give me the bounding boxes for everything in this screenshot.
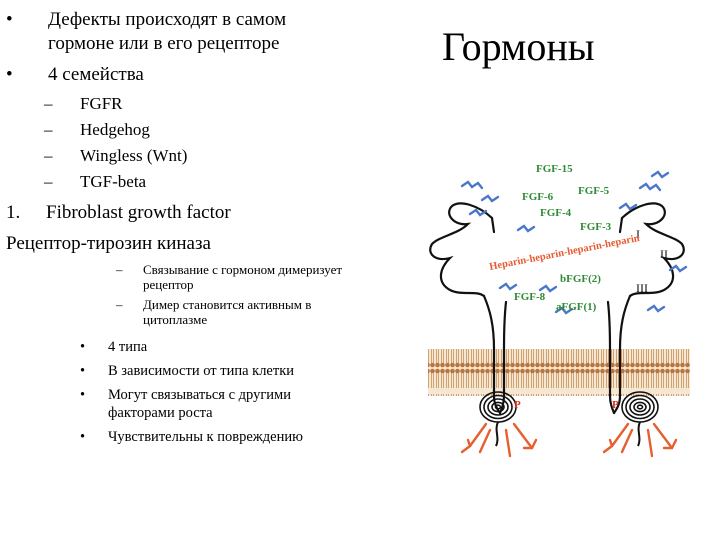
factor-label-fgf3: FGF-3 <box>580 221 612 233</box>
bullet-marker: • <box>6 9 13 30</box>
ligand-squiggles <box>460 170 688 315</box>
kinase-coil-left <box>479 391 517 423</box>
family-dash: – <box>44 120 53 139</box>
receptor-tail-left <box>495 421 499 447</box>
domain-label-2: II <box>660 247 668 261</box>
heparin-chain-label: Heparin-heparin-heparin-heparin <box>488 233 640 273</box>
bullet-text-line: гормоне или в его рецепторе <box>48 33 280 54</box>
domain-label-3: III <box>636 281 648 295</box>
bullet-text-line: Дефекты происходят в самом <box>48 9 287 30</box>
family-dash: – <box>44 94 53 113</box>
cell-membrane <box>428 349 690 396</box>
numbered-marker: 1. <box>6 202 21 223</box>
signal-arrows <box>460 422 678 458</box>
family-item: Wingless (Wnt) <box>80 146 188 165</box>
factor-label-fgf5: FGF-5 <box>578 185 610 197</box>
factor-label-fgf8: FGF-8 <box>514 291 546 303</box>
phospho-label-right: P <box>612 399 619 411</box>
family-item: Hedgehog <box>80 120 150 139</box>
factor-label-bfgf: bFGF(2) <box>560 273 601 285</box>
family-item: FGFR <box>80 94 123 113</box>
bullet-marker: • <box>6 64 13 85</box>
sub-bullet-marker: • <box>80 429 86 445</box>
family-dash: – <box>44 146 53 165</box>
sub-bullet-marker: • <box>80 363 86 379</box>
factor-labels: FGF-15 FGF-5 FGF-6 FGF-4 FGF-3 bFGF(2) F… <box>514 163 612 313</box>
kinase-coil-right <box>621 391 659 423</box>
bullet-text-line: 4 семейства <box>48 64 144 85</box>
domain-label-1: I <box>636 227 640 241</box>
receptor-tail-right <box>637 421 641 447</box>
sub-bullet-text: В зависимости от типа клетки <box>108 363 295 379</box>
sub-bullet-text: факторами роста <box>108 405 213 421</box>
sub-dash: – <box>116 262 123 277</box>
factor-label-fgf4: FGF-4 <box>540 207 572 219</box>
family-dash: – <box>44 172 53 191</box>
receptor-heading: Рецептор-тирозин киназа <box>6 233 211 254</box>
family-item: TGF-beta <box>80 172 147 191</box>
sub-text-line: цитоплазме <box>143 312 208 327</box>
receptor-right <box>606 202 685 415</box>
sub-text-line: рецептор <box>143 277 194 292</box>
factor-label-fgf15: FGF-15 <box>536 163 573 175</box>
sub-text-line: Димер становится активным в <box>143 297 312 312</box>
sub-bullet-marker: • <box>80 339 86 355</box>
sub-bullet-text: Могут связываться с другими <box>108 387 291 403</box>
receptor-left <box>429 202 508 415</box>
sub-bullet-marker: • <box>80 387 86 403</box>
sub-text-line: Связывание с гормоном димеризует <box>143 262 343 277</box>
factor-label-afgf: aFGF(1) <box>556 301 597 313</box>
sub-dash: – <box>116 297 123 312</box>
phospho-label-left: P <box>514 399 521 411</box>
factor-label-fgf6: FGF-6 <box>522 191 554 203</box>
sub-bullet-text: Чувствительны к повреждению <box>108 429 303 445</box>
sub-bullet-text: 4 типа <box>108 339 148 355</box>
slide-title: Гормоны <box>442 24 595 69</box>
numbered-heading: Fibroblast growth factor <box>46 202 231 223</box>
